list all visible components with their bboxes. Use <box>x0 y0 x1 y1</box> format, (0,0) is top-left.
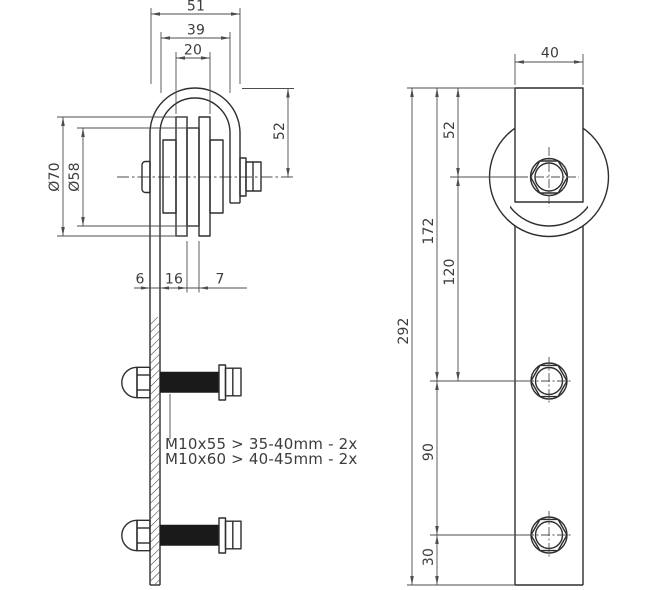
dim-label-20: 20 <box>184 43 202 59</box>
dim-label-7: 7 <box>215 272 224 288</box>
dim-label-90: 90 <box>421 443 437 461</box>
mounting-bolt-upper <box>121 364 242 401</box>
dim-label-292: 292 <box>396 317 412 344</box>
dim-label-dia-58: Ø58 <box>67 162 83 191</box>
front-bolt-nut-upper <box>525 357 573 405</box>
dim-label-52-side: 52 <box>272 122 288 140</box>
dim-label-16: 16 <box>165 272 183 288</box>
side-view: M10x55 > 35-40mm - 2x M10x60 > 40-45mm -… <box>47 0 357 586</box>
axle-end-cap <box>141 160 151 194</box>
dim-label-dia-70: Ø70 <box>47 162 63 191</box>
side-view-dimensions: 51 39 20 52 Ø70 Ø58 <box>47 0 294 293</box>
note-bolt-m10x55: M10x55 > 35-40mm - 2x <box>165 435 357 453</box>
front-view-dimensions: 40 292 172 52 120 90 30 <box>396 46 584 586</box>
front-view: 40 292 172 52 120 90 30 <box>396 46 610 586</box>
front-axle-nut <box>519 147 579 207</box>
front-groove-arc <box>510 205 588 227</box>
dim-label-40: 40 <box>541 46 559 62</box>
dim-label-6: 6 <box>135 272 144 288</box>
mounting-bolt-lower <box>121 517 242 554</box>
acorn-nut-dome <box>121 366 138 399</box>
dim-label-39: 39 <box>187 23 205 39</box>
dim-label-52-front: 52 <box>442 121 458 139</box>
note-bolt-m10x60: M10x60 > 40-45mm - 2x <box>165 450 357 468</box>
dim-label-51: 51 <box>187 0 205 15</box>
acorn-nut-dome <box>121 519 138 552</box>
dim-label-30: 30 <box>421 548 437 566</box>
threaded-shaft <box>159 524 220 546</box>
front-bolt-nut-lower <box>525 511 573 559</box>
dim-label-172: 172 <box>421 217 437 244</box>
dim-label-120: 120 <box>442 258 458 285</box>
threaded-shaft <box>159 371 220 393</box>
strap-section-hatch <box>150 317 160 584</box>
front-strap <box>514 226 584 586</box>
